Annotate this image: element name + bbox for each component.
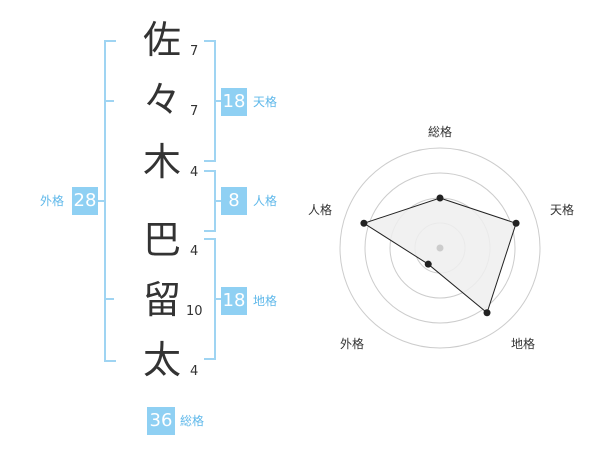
gaikaku-bracket-connector — [96, 200, 106, 202]
radar-label-chikaku: 地格 — [511, 337, 536, 351]
radar-point — [436, 194, 444, 202]
gaikaku-bracket-tick — [104, 100, 114, 102]
radar-point — [424, 260, 432, 268]
gaikaku-label: 外格 — [40, 194, 65, 208]
radar-point — [483, 309, 491, 317]
stroke-count-1: 7 — [190, 44, 199, 59]
tenkaku-bracket-connector — [214, 100, 222, 102]
chikaku-label: 地格 — [253, 294, 278, 308]
name-char-1: 佐 — [142, 18, 181, 62]
chikaku-score: 18 — [221, 287, 247, 315]
stroke-count-3: 4 — [190, 165, 199, 180]
radar-point — [360, 219, 368, 227]
soukaku-score: 36 — [147, 407, 175, 435]
stroke-count-5: 10 — [186, 304, 203, 319]
name-char-4: 巴 — [142, 218, 181, 262]
radar-point — [512, 219, 520, 227]
stroke-count-6: 4 — [190, 364, 199, 379]
name-char-3: 木 — [142, 140, 181, 184]
name-char-6: 太 — [142, 338, 181, 382]
gaikaku-score: 28 — [72, 187, 98, 215]
radar-label-tenkaku: 天格 — [550, 203, 575, 217]
gaikaku-bracket-tick — [104, 298, 114, 300]
jinkaku-label: 人格 — [253, 194, 278, 208]
tenkaku-score: 18 — [221, 88, 247, 116]
radar-label-soukaku: 総格 — [428, 125, 453, 139]
radar-points — [360, 194, 520, 317]
name-char-5: 留 — [142, 278, 181, 322]
radar-label-gaikaku: 外格 — [340, 337, 365, 351]
radar-center-dot — [436, 244, 444, 252]
jinkaku-score: 8 — [221, 187, 247, 215]
tenkaku-label: 天格 — [253, 95, 278, 109]
stroke-count-2: 7 — [190, 104, 199, 119]
chikaku-bracket-connector — [214, 298, 222, 300]
soukaku-label: 総格 — [180, 414, 205, 428]
radar-ring — [364, 172, 516, 324]
jinkaku-bracket-connector — [214, 200, 222, 202]
name-char-2: 々 — [142, 78, 181, 122]
radar-label-jinkaku: 人格 — [308, 203, 333, 217]
radar-ring — [339, 147, 541, 349]
stroke-count-4: 4 — [190, 244, 199, 259]
radar-area — [362, 197, 517, 314]
